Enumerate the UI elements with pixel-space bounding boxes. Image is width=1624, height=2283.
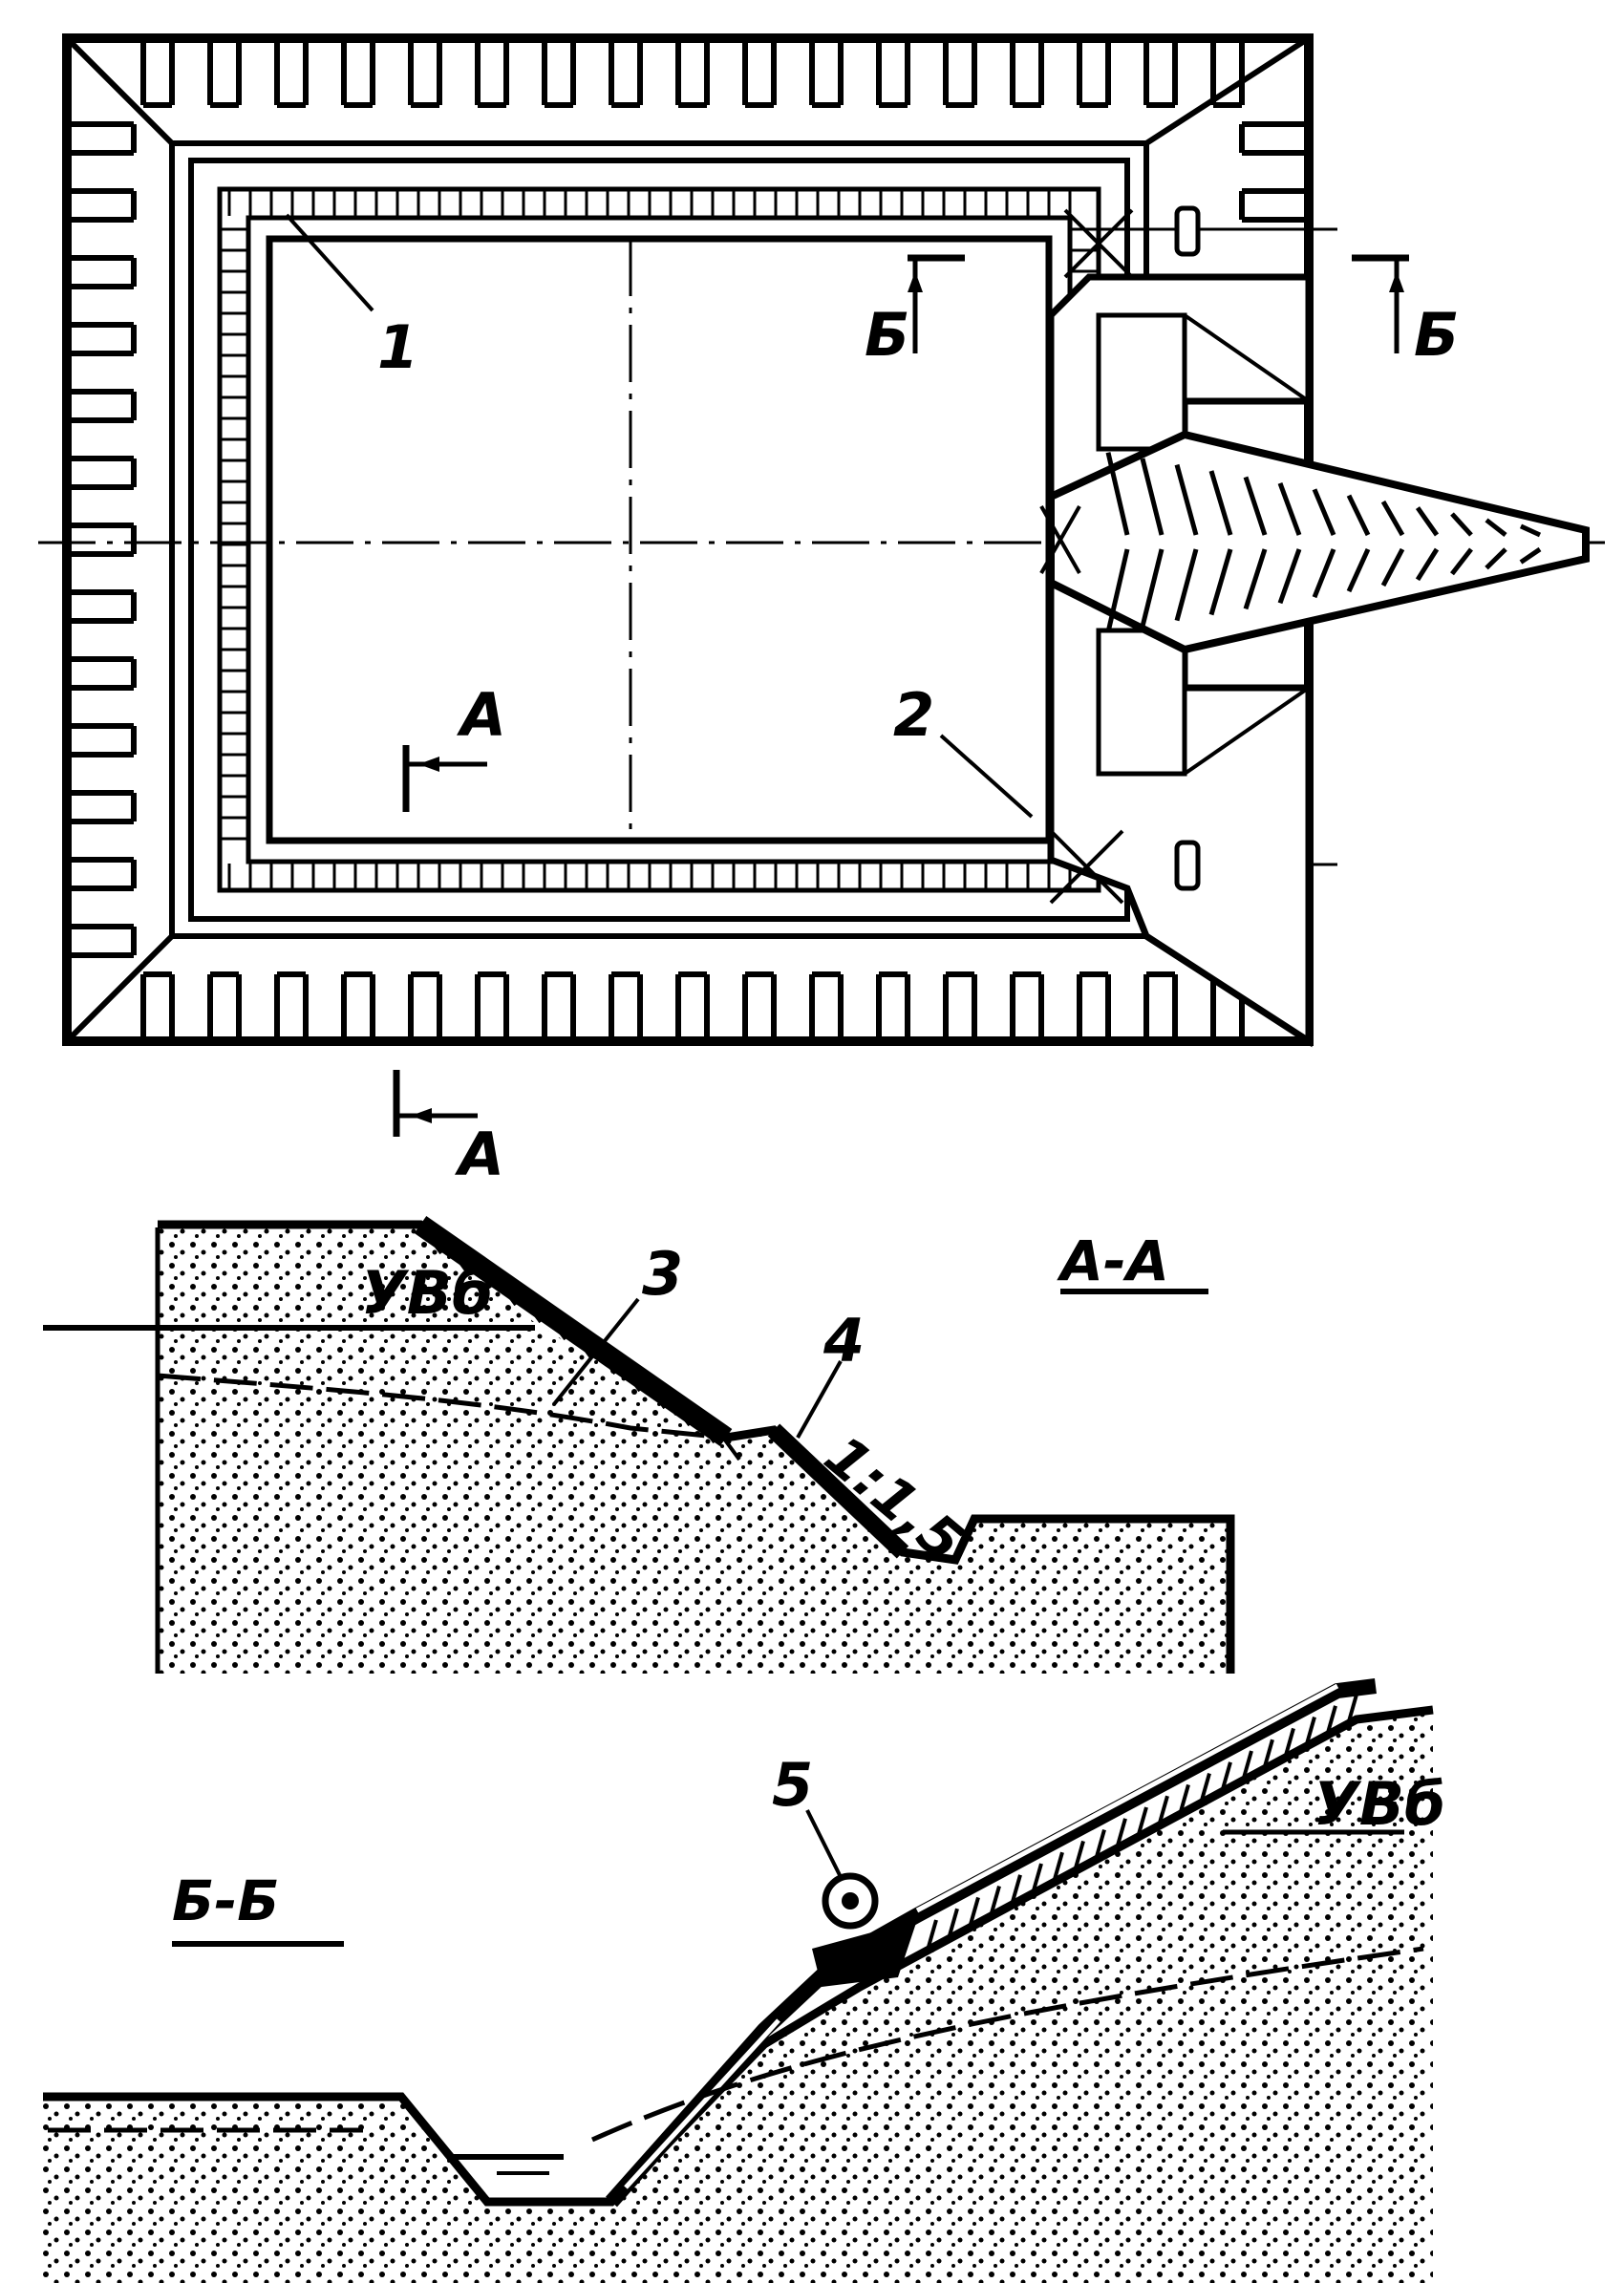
callout-2-label: 2 (893, 680, 934, 750)
revetment-hatching (67, 38, 1309, 1041)
section-title-a-a: А-А (1057, 1228, 1169, 1293)
section-mark-b-right-label: Б (1414, 300, 1459, 370)
section-title-b-b: Б-Б (172, 1868, 280, 1933)
section-mark-b-left-label: Б (865, 300, 909, 370)
section-b-b: 5 УВб Б-Б (43, 1678, 1445, 2283)
gate-lower-icon (1174, 840, 1201, 891)
callout-5-label: 5 (772, 1750, 813, 1820)
section-mark-a-bottom (393, 1070, 478, 1137)
section-mark-a-top-label: А (456, 680, 506, 750)
callout-1-label: 1 (377, 312, 418, 382)
spillway-wedge (1047, 430, 1590, 654)
section-mark-b-right (1352, 254, 1409, 353)
outlet-structure (1039, 205, 1590, 1048)
soil-body-a (158, 1225, 1230, 1674)
callout-3-label: 3 (642, 1239, 683, 1309)
aquifer-boundary-b (48, 1946, 1424, 2143)
section-a-a: 3 4 УВб 1:1,5 А-А (43, 1215, 1235, 1674)
aquifer-boundary-a (157, 1373, 727, 1440)
plan-view: 1 2 Б Б А А (38, 33, 1605, 1189)
water-level-label-a: УВб (361, 1258, 493, 1328)
section-mark-a-top (402, 745, 487, 812)
section-mark-b-left (908, 254, 965, 353)
water-level-label-b: УВб (1314, 1769, 1445, 1839)
soil-body-b (43, 1710, 1433, 2283)
section-mark-a-bottom-label: А (454, 1120, 504, 1189)
gate-upper-icon (1174, 205, 1201, 257)
callout-4-label: 4 (823, 1306, 865, 1376)
